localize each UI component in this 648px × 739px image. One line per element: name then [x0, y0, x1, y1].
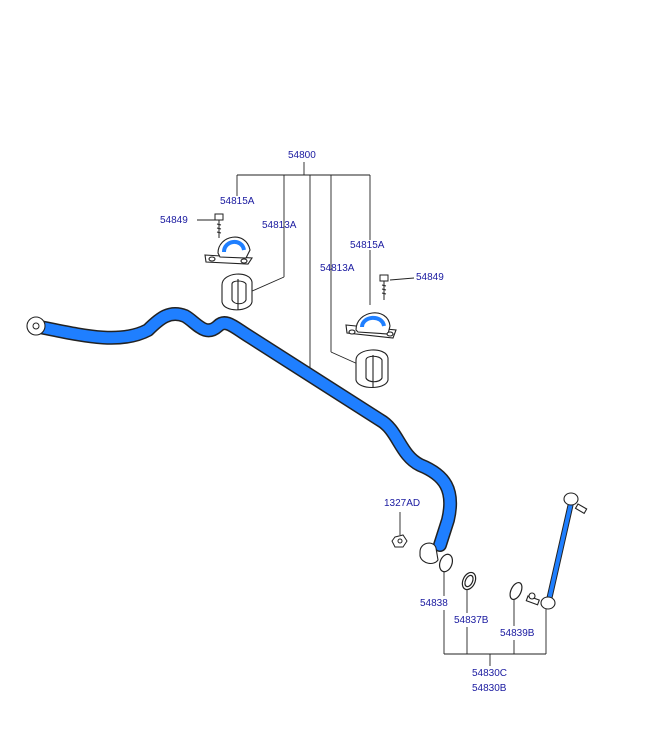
label-nut[interactable]: 1327AD [384, 498, 421, 509]
label-bracket-right[interactable]: 54815A [350, 240, 385, 251]
label-bolt-right[interactable]: 54849 [416, 272, 444, 283]
leader-lines [197, 162, 547, 666]
bushing-left[interactable] [221, 273, 253, 311]
washer-54839B[interactable] [508, 581, 525, 602]
washer-54838[interactable] [437, 552, 454, 573]
bolt-right[interactable] [379, 274, 389, 300]
label-link-54830B[interactable]: 54830B [472, 683, 507, 694]
label-bolt-left[interactable]: 54849 [160, 215, 188, 226]
label-washer-54837B[interactable]: 54837B [454, 615, 489, 626]
label-washer-54839B[interactable]: 54839B [500, 628, 535, 639]
stabilizer-link[interactable] [525, 492, 588, 610]
bushing-right[interactable] [355, 349, 389, 389]
stabilizer-bar [26, 306, 458, 552]
washer-54837B[interactable] [460, 570, 478, 591]
label-bushing-right[interactable]: 54813A [320, 263, 355, 274]
label-bracket-left[interactable]: 54815A [220, 196, 255, 207]
label-bushing-left[interactable]: 54813A [262, 220, 297, 231]
label-54800[interactable]: 54800 [288, 150, 316, 161]
label-link-54830C[interactable]: 54830C [472, 668, 508, 679]
label-washer-54838[interactable]: 54838 [420, 598, 448, 609]
nut[interactable] [391, 534, 408, 548]
bolt-left[interactable] [214, 213, 224, 238]
bracket-right[interactable] [345, 312, 397, 339]
bracket-left[interactable] [204, 236, 253, 265]
bar-end-joint [419, 542, 439, 565]
